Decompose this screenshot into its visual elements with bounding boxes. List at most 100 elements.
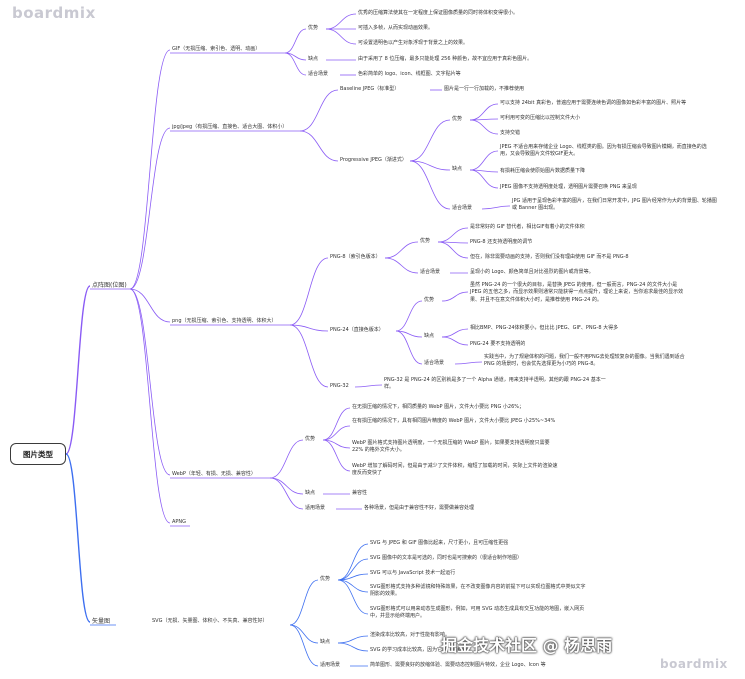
svg-adv[interactable]: 优势 <box>320 576 331 582</box>
connector <box>284 52 307 76</box>
connector <box>409 160 451 210</box>
connector <box>65 285 91 455</box>
png8-use-1[interactable]: 呈现小的 Logo、颜色简单且对比强烈的图片或背景等。 <box>470 269 594 275</box>
connector <box>269 439 304 479</box>
png24-use-1[interactable]: 实践当中，为了规避体积的问题，我们一般不用PNG去处理较复杂的图像。当我们遇到适… <box>484 354 685 368</box>
webp-adv-2[interactable]: 在有损压缩的情况下，具有相同图片精度的 WebP 图片，文件大小要比 JPEG … <box>352 418 556 424</box>
png8-use[interactable]: 适合场景 <box>420 269 441 275</box>
png8[interactable]: PNG-8（索引色版本） <box>330 254 381 260</box>
gif-adv[interactable]: 优势 <box>308 25 319 31</box>
gif-adv-2[interactable]: 可插入多帧，从而实现动画效果。 <box>358 25 434 31</box>
connector <box>437 241 469 259</box>
jpg-baseline[interactable]: Baseline JPEG（标准型） <box>340 86 400 92</box>
connector <box>129 288 171 323</box>
connector <box>284 28 307 54</box>
jpg-use[interactable]: 适合场景 <box>452 205 473 211</box>
connector <box>454 361 483 365</box>
svg-dis[interactable]: 缺点 <box>320 639 331 645</box>
watermark-bottom: boardmix <box>660 657 728 671</box>
webp-adv-3[interactable]: WebP 图片格式支持图片透明度，一个无损压缩的 WebP 图片，如果要支持透明… <box>352 440 550 454</box>
jpg-adv-1[interactable]: 可以支持 24bit 真彩色，普遍应用于需要连续色调的图像如色彩丰富的图片、照片… <box>500 100 687 106</box>
connector <box>337 635 369 644</box>
png32-1[interactable]: PNG-32 是 PNG-24 的区别就是多了一个 Alpha 通道，用来支持半… <box>384 377 606 391</box>
connector <box>409 119 451 162</box>
jpg-adv[interactable]: 优势 <box>452 116 463 122</box>
connector <box>129 288 171 476</box>
connector <box>299 89 339 132</box>
jpg-progressive[interactable]: Progressive JPEG（渐进式） <box>340 157 407 163</box>
png24-dis[interactable]: 缺点 <box>424 333 435 339</box>
node-gif[interactable]: GIF（无损压缩、索引色、透明、动画） <box>172 46 261 52</box>
webp-adv-1[interactable]: 在无损压缩的情况下，相同质量的 WebP 图片，文件大小要比 PNG 小26%； <box>352 404 525 410</box>
gif-dis-1[interactable]: 由于采用了 8 位压缩，最多只能处理 256 种颜色，故不宜应用于真彩色图片。 <box>358 56 533 62</box>
jpg-dis-1[interactable]: JPEG 不适合用来存储企业 Logo、线框类的图。因为有损压缩会导致图片模糊，… <box>500 144 707 158</box>
png24-adv-1[interactable]: 虽然 PNG-24 的一个很大的目标，是替换 JPEG 的使用，但一般而言，PN… <box>470 282 684 303</box>
connector <box>269 477 304 495</box>
jpg-use-1[interactable]: JPG 适用于呈现色彩丰富的图片，在我们日常开发中，JPG 图片经常作为大的背景… <box>512 198 717 212</box>
gif-use[interactable]: 适合场景 <box>308 71 329 77</box>
connector <box>395 330 423 338</box>
connector <box>441 291 469 302</box>
png8-adv-3[interactable]: 但在，除非需要动画的支持，否则我们没有理由使用 GIF 而不是 PNG-8 <box>470 254 629 260</box>
connector <box>322 407 351 441</box>
watermark-top: boardmix <box>12 4 96 22</box>
webp-adv[interactable]: 优势 <box>305 436 316 442</box>
node-png[interactable]: png（无损压缩、索引色、支持透明、体积大） <box>172 318 277 324</box>
node-jpg[interactable]: jpg/jpeg（有损压缩、直接色、适合大图、体积小） <box>172 124 288 130</box>
connector <box>409 160 451 171</box>
connector <box>469 103 499 121</box>
connector <box>289 257 329 326</box>
gif-dis[interactable]: 缺点 <box>308 56 319 62</box>
jpg-adv-2[interactable]: 可利用可变的压缩比以控制文件大小 <box>500 115 581 121</box>
connector <box>384 257 419 274</box>
connector <box>289 624 319 644</box>
connector <box>395 300 423 332</box>
gif-use-1[interactable]: 色彩简单的 logo、icon、线框图、文字贴片等 <box>358 71 461 77</box>
connector <box>354 384 383 388</box>
png24-dis-1[interactable]: 相比BMP、PNG-24体积要小，但比比 JPEG、GIF、PNG-8 大得多 <box>470 325 619 331</box>
png8-adv-1[interactable]: 是非常好的 GIF 替代者，相比GIF有着小的文件体积 <box>470 224 585 230</box>
node-webp[interactable]: WebP（年轻、有损、无损、兼容性） <box>172 471 256 477</box>
jpg-baseline-1[interactable]: 图片是一行一行加载的，不推荐使用 <box>444 86 525 92</box>
connector <box>129 288 171 524</box>
jpg-dis[interactable]: 缺点 <box>452 166 463 172</box>
connector <box>299 130 339 162</box>
png24-use[interactable]: 适合场景 <box>424 360 445 366</box>
node-apng[interactable]: APNG <box>172 519 187 525</box>
png8-adv[interactable]: 优势 <box>420 238 431 244</box>
connector <box>289 579 319 626</box>
png24[interactable]: PNG-24（直接色版本） <box>330 327 384 333</box>
png24-adv[interactable]: 优势 <box>424 297 435 303</box>
connector <box>337 558 369 581</box>
connector <box>469 119 499 135</box>
connector <box>289 324 329 332</box>
node-vector[interactable]: 矢量图 <box>92 618 111 625</box>
webp-adv-4[interactable]: WebP 增加了解码时间，但是由于减少了文件体积，缩短了加载的时间，实际上文件的… <box>352 463 558 477</box>
jpg-dis-3[interactable]: JPEG 图像不支持透明度处理，透明图片需要召唤 PNG 来呈现 <box>500 184 637 190</box>
connector <box>129 127 171 290</box>
connector <box>322 425 351 441</box>
png32[interactable]: PNG-32 <box>330 383 349 389</box>
connector <box>384 241 419 259</box>
webp-dis-1[interactable]: 兼容性 <box>352 490 368 496</box>
connector <box>289 624 319 667</box>
root-node[interactable]: 图片类型 <box>10 443 66 465</box>
connector <box>337 543 369 581</box>
webp-use[interactable]: 适用场景 <box>305 505 326 511</box>
webp-use-1[interactable]: 各种场景，但是由于兼容性不好，需要做兼容处理 <box>364 505 475 511</box>
connector <box>437 227 469 243</box>
connector <box>322 439 351 472</box>
webp-dis[interactable]: 缺点 <box>305 490 316 496</box>
connector <box>269 477 304 510</box>
jpg-dis-2[interactable]: 有损耗压缩会使原始图片数据质量下降 <box>500 168 586 174</box>
node-svg[interactable]: SVG（无损、矢量图、体积小、不失真、兼容性好） <box>152 618 268 624</box>
gif-adv-1[interactable]: 优秀的压缩算法使其在一定程度上保证图像质量的同时将体积变得很小。 <box>358 10 519 16</box>
png24-dis-2[interactable]: PNG-24 要不支持透明的 <box>470 341 526 347</box>
svg-use[interactable]: 适用场景 <box>320 662 341 668</box>
gif-adv-3[interactable]: 可设置透明色以产生对象浮现于背景之上的效果。 <box>358 40 469 46</box>
node-bitmap[interactable]: 点阵图(位图) <box>92 282 127 289</box>
jpg-adv-3[interactable]: 支持交错 <box>500 130 521 136</box>
png8-adv-2[interactable]: PNG-8 还支持透明度的调节 <box>470 239 533 245</box>
connector <box>289 324 329 388</box>
